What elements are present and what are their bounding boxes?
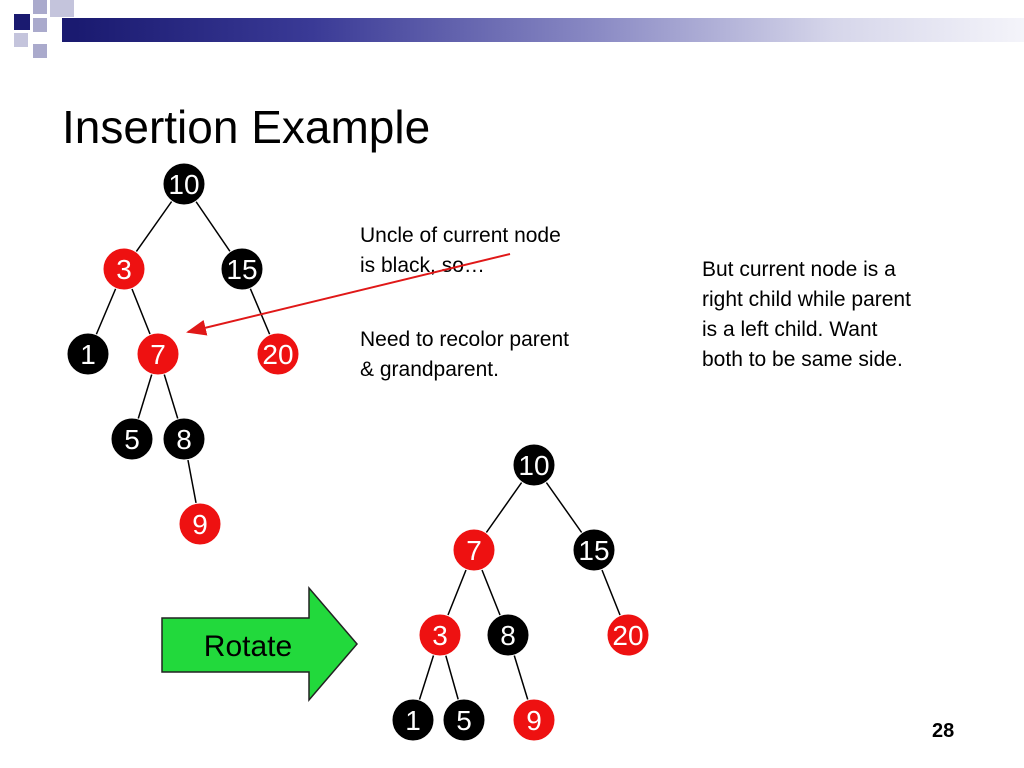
tree-node-before-20: 20 (256, 332, 300, 376)
node-label: 15 (578, 535, 609, 566)
node-circle (178, 502, 222, 546)
recolor-note: Need to recolor parent & grandparent. (360, 328, 569, 381)
node-circle (256, 332, 300, 376)
node-circle (572, 528, 616, 572)
decor-square (62, 18, 75, 42)
same-side-note: But current node is a right child while … (702, 258, 911, 371)
tree-node-before-3: 3 (102, 247, 146, 291)
node-label: 3 (432, 620, 448, 651)
node-circle (220, 247, 264, 291)
node-circle (512, 698, 556, 742)
node-circle (136, 332, 180, 376)
tree-node-after-3: 3 (418, 613, 462, 657)
node-circle (66, 332, 110, 376)
node-label: 8 (176, 424, 192, 455)
node-label: 5 (456, 705, 472, 736)
node-circle (162, 162, 206, 206)
node-label: 7 (466, 535, 482, 566)
node-label: 7 (150, 339, 166, 370)
tree-node-before-7: 7 (136, 332, 180, 376)
node-label: 15 (226, 254, 257, 285)
page-number: 28 (932, 720, 955, 742)
node-circle (162, 417, 206, 461)
node-label: 8 (500, 620, 516, 651)
tree-node-after-7: 7 (452, 528, 496, 572)
tree-node-after-15: 15 (572, 528, 616, 572)
rotate-arrow: Rotate (161, 585, 358, 703)
tree-node-after-20: 20 (606, 613, 650, 657)
decor-square (50, 0, 74, 17)
node-label: 9 (192, 509, 208, 540)
title-bar-gradient (75, 18, 1024, 42)
slide-title: Insertion Example (62, 101, 431, 153)
node-label: 1 (405, 705, 421, 736)
tree-node-after-1: 1 (391, 698, 435, 742)
tree-node-after-5: 5 (442, 698, 486, 742)
node-circle (512, 443, 556, 487)
node-circle (442, 698, 486, 742)
tree-node-before-1: 1 (66, 332, 110, 376)
node-label: 20 (612, 620, 643, 651)
tree-node-before-9: 9 (178, 502, 222, 546)
node-label: 5 (124, 424, 140, 455)
tree-node-after-10: 10 (512, 443, 556, 487)
node-circle (418, 613, 462, 657)
node-circle (606, 613, 650, 657)
tree-node-before-10: 10 (162, 162, 206, 206)
node-label: 3 (116, 254, 132, 285)
node-circle (486, 613, 530, 657)
tree-node-after-8: 8 (486, 613, 530, 657)
tree-node-before-5: 5 (110, 417, 154, 461)
node-label: 9 (526, 705, 542, 736)
decor-square (14, 14, 30, 30)
node-circle (452, 528, 496, 572)
uncle-note: Uncle of current node is black, so… (360, 224, 561, 277)
tree-node-before-8: 8 (162, 417, 206, 461)
decor-square (33, 0, 47, 14)
decor-square (33, 44, 47, 58)
node-circle (110, 417, 154, 461)
node-label: 10 (518, 450, 549, 481)
tree-node-after-9: 9 (512, 698, 556, 742)
node-label: 1 (80, 339, 96, 370)
tree-node-before-15: 15 (220, 247, 264, 291)
rotate-label: Rotate (204, 630, 292, 663)
pointer-arrow (186, 253, 511, 336)
node-label: 10 (168, 169, 199, 200)
decor-square (14, 33, 28, 47)
node-label: 20 (262, 339, 293, 370)
node-circle (102, 247, 146, 291)
node-circle (391, 698, 435, 742)
decor-square (33, 18, 47, 32)
